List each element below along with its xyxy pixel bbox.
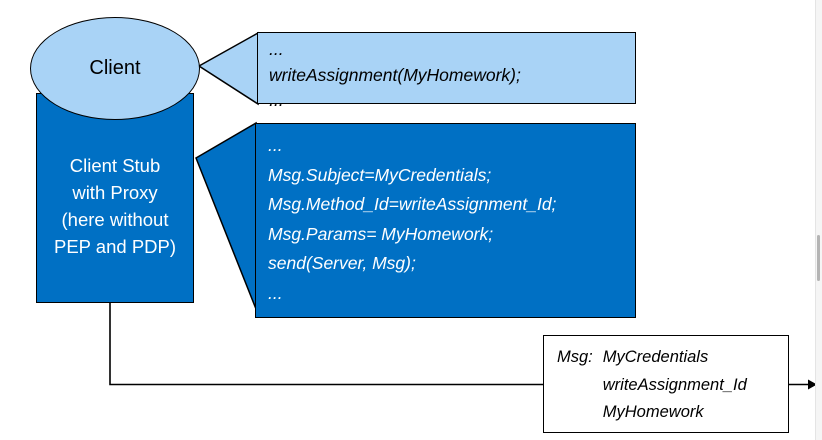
callout-pointer-stub-code [195, 121, 257, 310]
callout-pointer-client-code [197, 31, 259, 106]
message-label: Msg: [557, 348, 593, 366]
client-stub-label-line: (here without [61, 209, 169, 230]
client-label: Client [89, 57, 141, 79]
code-line: ... [268, 282, 283, 303]
message-values: MyCredentials writeAssignment_Id MyHomew… [603, 344, 747, 427]
code-line: writeAssignment(MyHomework); [269, 64, 521, 85]
code-line: ... [268, 135, 283, 155]
code-line: ... [269, 90, 284, 110]
client-stub-label-line: PEP and PDP) [53, 236, 177, 257]
message-value: MyHomework [602, 403, 704, 421]
client-ellipse: Client [30, 17, 200, 120]
arrow-head-icon [808, 379, 817, 390]
scrollbar-thumb[interactable] [817, 235, 820, 281]
message-value: writeAssignment_Id [602, 375, 747, 394]
client-stub-label-line: with Proxy [72, 182, 158, 203]
code-line: Msg.Params= MyHomework; [268, 223, 494, 244]
message-value: MyCredentials [602, 348, 709, 366]
code-line: send(Server, Msg); [268, 253, 416, 273]
client-stub-box: Client Stub with Proxy (here without PEP… [36, 93, 194, 303]
code-line: Msg.Method_Id=writeAssignment_Id; [268, 194, 557, 214]
client-stub-label-line: Client Stub [69, 155, 161, 176]
scrollbar[interactable] [815, 0, 822, 440]
code-line: ... [269, 39, 284, 59]
client-code-callout: ... writeAssignment(MyHomework); ... [257, 32, 636, 110]
stub-code-callout: ... Msg.Subject=MyCredentials; Msg.Metho… [255, 123, 636, 318]
message-box: Msg: MyCredentials writeAssignment_Id My… [543, 335, 789, 433]
code-line: Msg.Subject=MyCredentials; [268, 164, 492, 185]
